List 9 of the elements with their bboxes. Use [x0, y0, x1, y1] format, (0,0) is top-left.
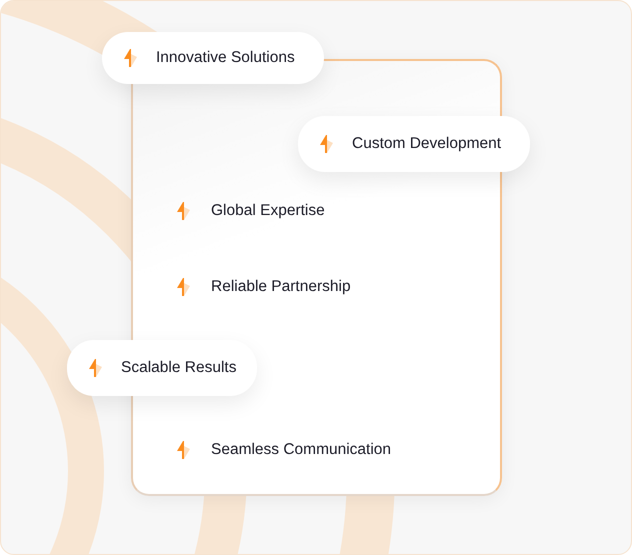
feature-label: Custom Development [352, 135, 502, 153]
feature-pill [298, 116, 530, 172]
feature-pill [102, 32, 324, 84]
feature-label: Innovative Solutions [156, 49, 295, 67]
feature-label: Reliable Partnership [211, 278, 351, 296]
feature-label: Seamless Communication [211, 441, 392, 459]
feature-label: Scalable Results [121, 359, 236, 377]
feature-label: Global Expertise [211, 202, 325, 220]
feature-pill [67, 340, 257, 396]
